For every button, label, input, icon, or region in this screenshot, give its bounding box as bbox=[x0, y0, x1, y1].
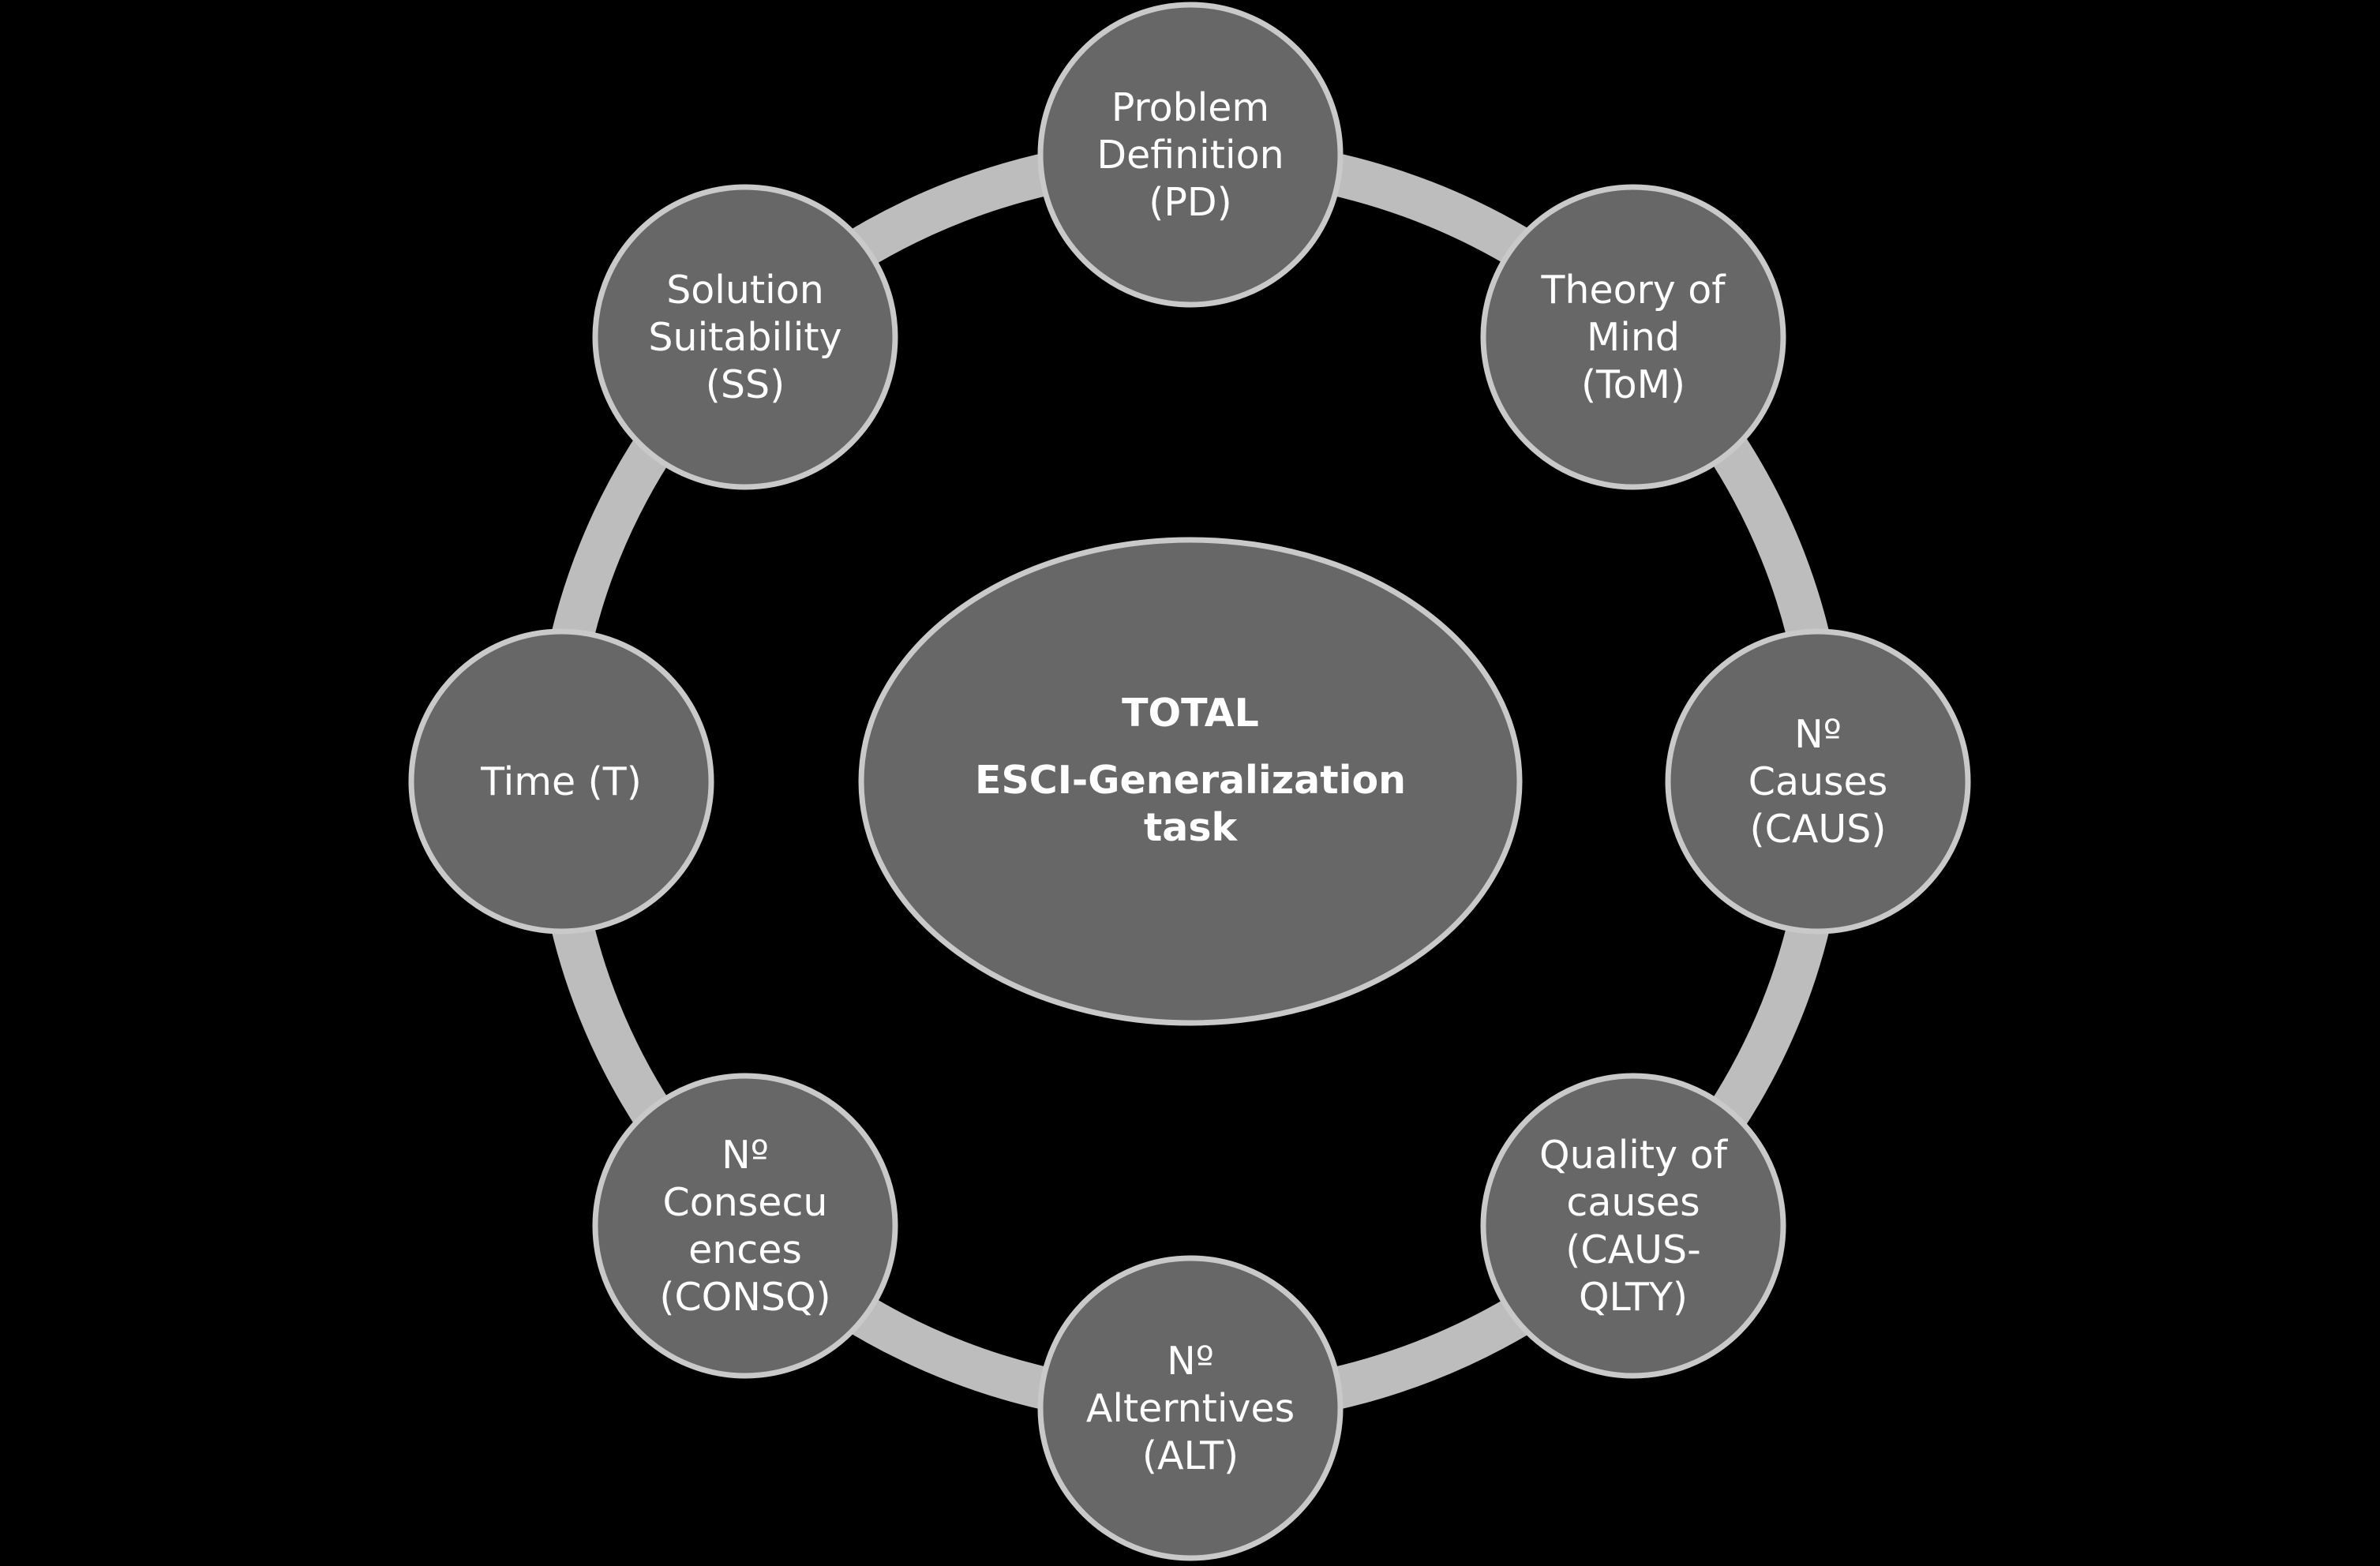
node-label-line: Time (T) bbox=[480, 759, 642, 804]
center-label-line: TOTAL bbox=[1122, 691, 1259, 736]
node-label-line: Definition bbox=[1096, 133, 1284, 178]
node-label-line: Problem bbox=[1111, 85, 1269, 130]
center-label-line: ESCI-Generalization bbox=[975, 758, 1406, 803]
node-circle-causes bbox=[1665, 628, 1971, 935]
node-label-line: Nº bbox=[721, 1133, 769, 1178]
node-label-line: Quality of bbox=[1539, 1133, 1729, 1178]
node-label-line: causes bbox=[1566, 1180, 1700, 1225]
node-label-line: (ToM) bbox=[1581, 362, 1685, 407]
node-label-line: QLTY) bbox=[1579, 1275, 1688, 1320]
center-label-line: task bbox=[1144, 805, 1239, 850]
node-label-line: Nº bbox=[1794, 712, 1842, 757]
node-label-line: Alterntives bbox=[1086, 1386, 1295, 1431]
node-label-line: (ALT) bbox=[1142, 1433, 1239, 1478]
node-circle-theory-of-mind bbox=[1480, 184, 1786, 490]
node-label-line: Mind bbox=[1587, 315, 1680, 360]
node-circle-problem-definition bbox=[1037, 2, 1344, 308]
node-label-line: (CONSQ) bbox=[659, 1275, 830, 1320]
node-label-line: Causes bbox=[1748, 759, 1888, 804]
node-label-line: Solution bbox=[666, 268, 824, 313]
node-circle-quality-of-causes bbox=[1480, 1073, 1786, 1379]
node-label-line: (CAUS- bbox=[1565, 1227, 1701, 1272]
node-circle-alternatives bbox=[1037, 1255, 1344, 1561]
node-label-line: (CAUS) bbox=[1750, 807, 1887, 852]
node-label-line: (SS) bbox=[706, 362, 785, 407]
node-label-line: Suitability bbox=[648, 315, 841, 360]
center-ellipse bbox=[858, 537, 1523, 1026]
node-label-line: Consecu bbox=[663, 1180, 828, 1225]
node-label-line: Theory of bbox=[1540, 268, 1726, 313]
node-label-line: ences bbox=[688, 1227, 802, 1272]
node-circle-time bbox=[408, 628, 714, 935]
node-label-time: Time (T) bbox=[480, 759, 642, 804]
node-label-line: (PD) bbox=[1149, 180, 1232, 225]
node-label-line: Nº bbox=[1167, 1339, 1214, 1384]
node-circle-solution-suitability bbox=[592, 184, 898, 490]
node-time: Time (T) bbox=[408, 628, 714, 935]
node-circle-consequences bbox=[592, 1073, 898, 1379]
